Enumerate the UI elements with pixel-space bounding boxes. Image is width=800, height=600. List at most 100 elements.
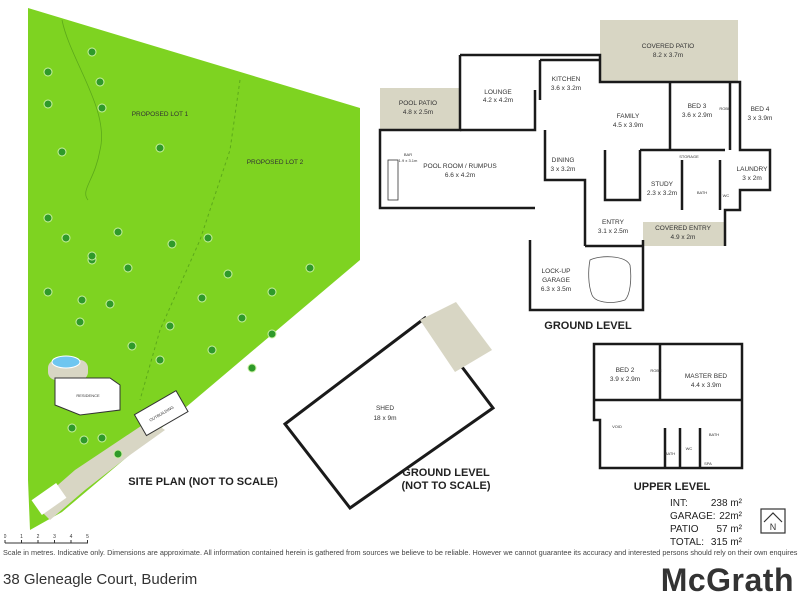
upper-robe-label: ROBE <box>650 368 662 373</box>
void-label: VOID <box>612 424 622 429</box>
shed-heading-1: GROUND LEVEL <box>402 467 490 479</box>
tree-icon <box>43 213 53 223</box>
family-name: FAMILY <box>617 113 640 120</box>
tree-icon <box>223 269 233 279</box>
tree-icon <box>207 345 217 355</box>
shed-size: 18 x 9m <box>373 415 396 422</box>
scale-tick-label: 0 <box>4 534 7 540</box>
wc-label: WC <box>723 193 730 198</box>
tree-icon <box>87 47 97 57</box>
shed-outline <box>282 315 496 511</box>
shed-name: SHED <box>376 405 394 412</box>
tree-icon <box>155 143 165 153</box>
lot-divider <box>139 79 241 401</box>
site-track <box>61 19 102 201</box>
upper-walls <box>592 342 744 470</box>
robe-label: ROBE <box>719 106 731 111</box>
bar-name: BAR <box>404 152 412 157</box>
bed4-name: BED 4 <box>751 106 770 113</box>
tree-icon <box>165 321 175 331</box>
area-value: 315 m² <box>710 537 742 548</box>
garage-size: 6.3 x 3.5m <box>541 286 571 293</box>
tree-icon <box>267 287 277 297</box>
ground-level-plan: COVERED PATIO 8.2 x 3.7m LOUNGE 4.2 x 4.… <box>378 20 772 332</box>
area-label: GARAGE: <box>670 511 716 522</box>
pool-room-name: POOL ROOM / RUMPUS <box>423 163 497 170</box>
garage-line2: GARAGE <box>542 277 570 284</box>
upper-level-plan: BED 2 3.9 x 2.9m MASTER BED 4.4 x 3.9m V… <box>592 342 744 493</box>
ground-level-heading: GROUND LEVEL <box>544 320 632 332</box>
tree-icon <box>267 329 277 339</box>
property-address: 38 Gleneagle Court, Buderim <box>3 571 198 588</box>
scale-tick-label: 4 <box>70 534 73 540</box>
tree-icon <box>197 293 207 303</box>
tree-icon <box>305 263 315 273</box>
gate <box>31 483 67 515</box>
tree-icon <box>87 251 97 261</box>
pool-patio-area <box>380 88 460 130</box>
spa-label: SPA <box>704 461 712 466</box>
tree-icon <box>61 233 71 243</box>
covered-patio-name: COVERED PATIO <box>642 43 695 50</box>
bed3-size: 3.6 x 2.9m <box>682 112 712 119</box>
dining-size: 3 x 3.2m <box>551 166 576 173</box>
tree-icon <box>77 295 87 305</box>
bath-label: BATH <box>697 190 707 195</box>
area-label: TOTAL: <box>670 537 705 548</box>
lot1-label: PROPOSED LOT 1 <box>132 111 189 118</box>
bar-size: 1.9 x 3.1m <box>399 158 418 163</box>
area-value: 238 m² <box>710 498 742 509</box>
tree-icon <box>155 355 165 365</box>
tree-icon <box>43 99 53 109</box>
agency-logo: McGrath <box>660 562 794 598</box>
tree-icon <box>57 147 67 157</box>
pool-patio-name: POOL PATIO <box>399 100 437 107</box>
area-row: GARAGE:22m² <box>670 510 742 523</box>
master-name: MASTER BED <box>685 373 728 380</box>
tree-icon <box>113 449 123 459</box>
tree-icon <box>97 433 107 443</box>
covered-entry-name: COVERED ENTRY <box>655 225 712 232</box>
tree-icon <box>123 263 133 273</box>
disclaimer-text: Scale in metres. Indicative only. Dimens… <box>3 548 798 557</box>
entry-size: 3.1 x 2.5m <box>598 228 628 235</box>
tree-icon <box>43 67 53 77</box>
scale-tick-label: 1 <box>20 534 23 540</box>
entry-name: ENTRY <box>602 219 625 226</box>
covered-patio-size: 8.2 x 3.7m <box>653 52 683 59</box>
tree-icon <box>75 317 85 327</box>
shed-plan: SHED 18 x 9m GROUND LEVEL (NOT TO SCALE) <box>282 302 496 511</box>
covered-entry-size: 4.9 x 2m <box>671 234 696 241</box>
kitchen-size: 3.6 x 3.2m <box>551 85 581 92</box>
laundry-size: 3 x 2m <box>742 175 762 182</box>
scale-tick-label: 2 <box>37 534 40 540</box>
family-size: 4.5 x 3.9m <box>613 122 643 129</box>
shed-heading-2: (NOT TO SCALE) <box>401 480 490 492</box>
scale-tick-label: 5 <box>86 534 89 540</box>
driveway <box>35 420 165 520</box>
ensuite-bath-label: BATH <box>709 432 719 437</box>
tree-cluster <box>43 47 315 459</box>
lot2-label: PROPOSED LOT 2 <box>247 159 304 166</box>
tree-icon <box>113 227 123 237</box>
tree-icon <box>127 341 137 351</box>
kitchen-name: KITCHEN <box>552 76 581 83</box>
tree-icon <box>67 423 77 433</box>
area-label: INT: <box>670 498 688 509</box>
garage-line1: LOCK-UP <box>542 268 571 275</box>
compass-label: N <box>770 522 777 532</box>
residence-label: RESIDENCE <box>76 393 100 398</box>
study-size: 2.3 x 3.2m <box>647 190 677 197</box>
tree-icon <box>203 233 213 243</box>
laundry-name: LAUNDRY <box>737 166 769 173</box>
bed2-size: 3.9 x 2.9m <box>610 376 640 383</box>
pool-room-size: 6.6 x 4.2m <box>445 172 475 179</box>
tree-icon <box>167 239 177 249</box>
pool-patio-size: 4.8 x 2.5m <box>403 109 433 116</box>
upper-level-heading: UPPER LEVEL <box>634 481 711 493</box>
upper-bath-label: BATH <box>665 451 675 456</box>
upper-wc-label: WC <box>686 446 693 451</box>
